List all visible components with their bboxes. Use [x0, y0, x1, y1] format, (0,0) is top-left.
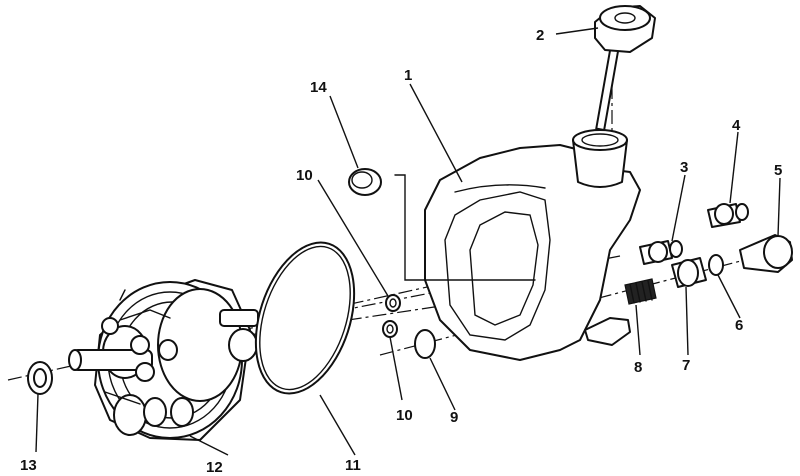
callout-10-upper: 10	[296, 167, 313, 184]
shaft-seal	[27, 361, 53, 395]
plug	[348, 168, 382, 196]
spring	[624, 278, 657, 305]
valve	[671, 257, 707, 288]
large-o-ring	[254, 241, 356, 395]
pump-body	[68, 279, 259, 441]
callout-1: 1	[404, 67, 412, 84]
callout-5: 5	[774, 162, 782, 179]
fitting	[639, 240, 683, 265]
small-o-rings	[382, 294, 401, 338]
callout-11: 11	[345, 457, 361, 474]
o-ring	[414, 329, 436, 359]
callout-13: 13	[20, 457, 37, 474]
callout-7: 7	[682, 357, 690, 374]
callout-12: 12	[206, 459, 223, 476]
callout-9: 9	[450, 409, 458, 426]
callout-10-lower: 10	[396, 407, 413, 424]
callout-labels: 1 2 3 4 5 6 7 8 9 10 10 11 12 13 14	[20, 27, 782, 476]
leader-lines	[35, 27, 781, 456]
filler-cap	[594, 5, 656, 132]
callout-8: 8	[634, 359, 642, 376]
washer	[708, 254, 724, 276]
fitting-upper	[707, 203, 749, 228]
callout-2: 2	[536, 27, 544, 44]
callout-6: 6	[735, 317, 743, 334]
callout-4: 4	[732, 117, 741, 134]
reservoir	[394, 129, 641, 361]
callout-3: 3	[680, 159, 688, 176]
callout-14: 14	[310, 79, 327, 96]
hex-fitting	[739, 234, 793, 273]
